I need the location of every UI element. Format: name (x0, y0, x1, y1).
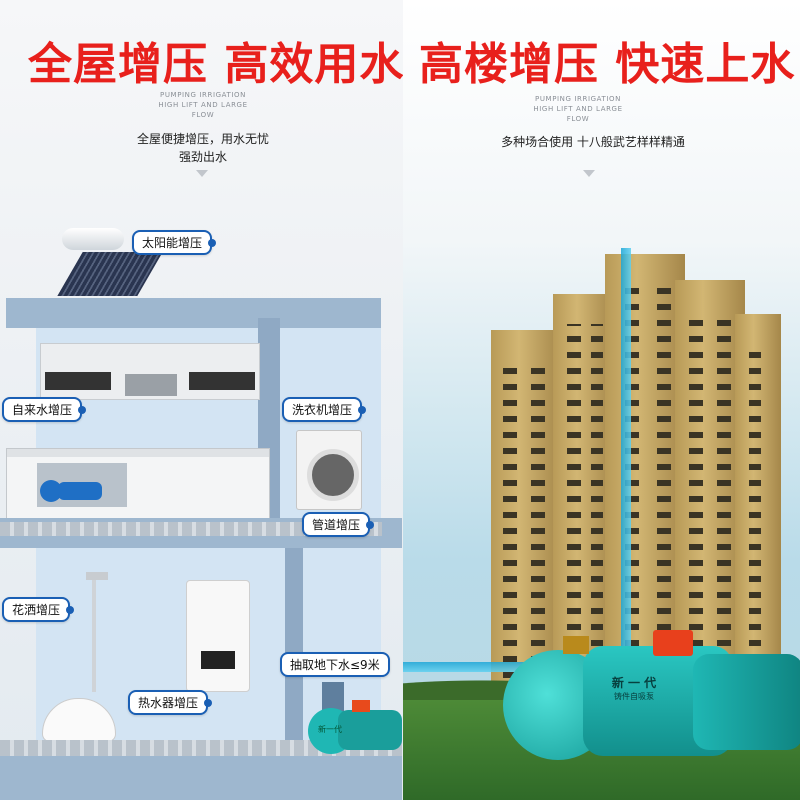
left-description: 全屋便捷增压，用水无忧 强劲出水 (110, 130, 296, 166)
washing-machine (296, 430, 362, 510)
roof-slab (6, 298, 381, 328)
left-panel: 全屋增压 高效用水 PUMPING IRRIGATION HIGH LIFT A… (0, 0, 403, 800)
left-subtitle-line1: PUMPING IRRIGATION (160, 91, 246, 99)
ground-grate (0, 740, 402, 756)
right-pump-label: 新 一 代 铸件自吸泵 (599, 674, 669, 702)
right-description: 多种场合使用 十八般武艺样样精通 (501, 135, 685, 149)
right-pump-label-line1: 新 一 代 (611, 676, 657, 690)
right-title: 高楼增压 快速上水 (419, 39, 796, 90)
tag-washer: 洗衣机增压 (282, 397, 363, 422)
left-subtitle: PUMPING IRRIGATION HIGH LIFT AND LARGE F… (148, 90, 258, 120)
tag-shower: 花洒增压 (2, 597, 71, 622)
right-down-arrow-icon (583, 170, 595, 177)
right-pump-label-line2: 铸件自吸泵 (614, 692, 654, 701)
wall-cabinets (40, 343, 260, 400)
left-subtitle-line2: HIGH LIFT AND LARGE FLOW (158, 101, 248, 119)
middle-floor-grate (0, 522, 382, 536)
lower-wall (285, 548, 303, 740)
kitchen-pump (40, 476, 110, 504)
right-subtitle: PUMPING IRRIGATION HIGH LIFT AND LARGE F… (523, 94, 633, 124)
tag-ground: 抽取地下水≤9米 (280, 652, 390, 677)
right-main-pump: 新 一 代 铸件自吸泵 (503, 630, 800, 780)
tag-pipe: 管道增压 (302, 512, 371, 537)
right-panel: 高楼增压 快速上水 PUMPING IRRIGATION HIGH LIFT A… (403, 0, 800, 800)
left-desc-line1: 全屋便捷增压，用水无忧 (136, 132, 269, 146)
tag-heater: 热水器增压 (128, 690, 209, 715)
shower-fixture (78, 572, 108, 692)
left-ground-pump: 新一代 (308, 700, 403, 758)
high-rise-building (491, 244, 781, 704)
water-heater (186, 580, 250, 692)
left-down-arrow-icon (196, 170, 208, 177)
left-desc-line2: 强劲出水 (178, 150, 227, 164)
right-subtitle-line2: HIGH LIFT AND LARGE FLOW (533, 105, 623, 123)
left-pump-label: 新一代 (318, 725, 342, 734)
building-water-pipe (621, 248, 631, 668)
solar-water-heater (57, 222, 163, 300)
right-subtitle-line1: PUMPING IRRIGATION (535, 95, 621, 103)
left-title: 全屋增压 高效用水 (28, 39, 403, 90)
tag-tap: 自来水增压 (2, 397, 83, 422)
tag-solar: 太阳能增压 (132, 230, 213, 255)
